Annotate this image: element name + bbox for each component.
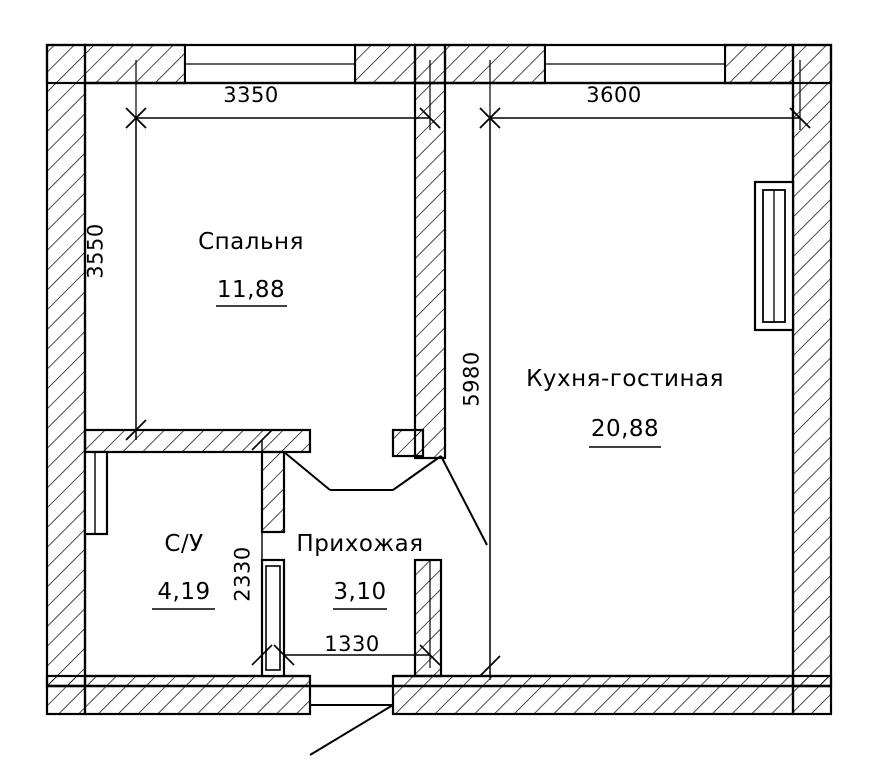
room-area-bathroom: 4,19 [157,579,211,605]
room-area-bedroom: 11,88 [216,277,286,303]
dimension-hall-bottom: 1330 [324,632,380,656]
dimension-bedroom-left: 3550 [83,223,108,279]
dimension-kitchen-left: 5980 [459,351,484,407]
room-area-kitchen: 20,88 [590,416,660,442]
dimension-top-right: 3600 [586,83,642,107]
walls-group [45,43,833,756]
room-label-bathroom: С/У [164,531,204,557]
dimension-lines-group [125,60,811,680]
room-label-hall: Прихожая [296,531,424,557]
dimension-top-left: 3350 [223,83,279,107]
room-label-bedroom: Спальня [198,229,304,255]
dimension-bathroom-right: 2330 [230,546,255,602]
room-area-hall: 3,10 [333,579,387,605]
room-label-kitchen: Кухня-гостиная [526,366,724,392]
